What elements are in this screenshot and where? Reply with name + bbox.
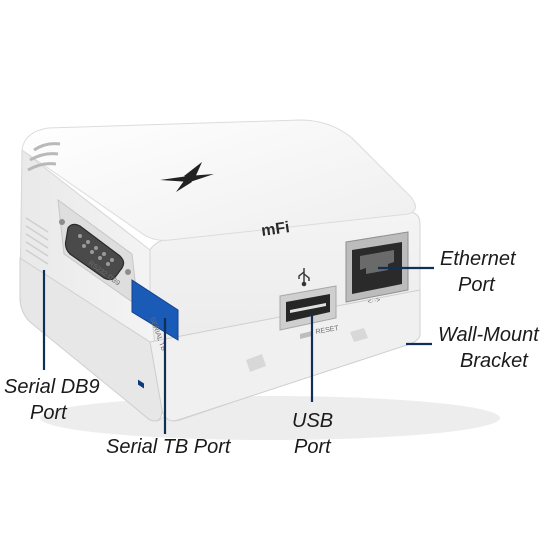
callout-serial-db9-port: Serial DB9 Port — [4, 374, 100, 426]
callout-ethernet-line1: Ethernet — [440, 248, 516, 270]
callout-usb-line2: Port — [294, 436, 331, 458]
callout-db9-line2: Port — [30, 402, 67, 424]
bracket-notch — [246, 354, 266, 372]
terminal-block-screws — [138, 379, 144, 389]
callout-serial-tb-port: Serial TB Port — [106, 434, 230, 460]
db9-screw — [125, 269, 131, 275]
ethernet-symbol: <··> — [367, 297, 381, 306]
callout-wall-mount-bracket: Wall-Mount Bracket — [438, 322, 539, 374]
callout-usb-port: USB Port — [292, 408, 333, 460]
callout-lines — [42, 266, 434, 434]
callout-tb-line1: Serial TB Port — [106, 436, 231, 458]
serial-terminal-block — [131, 279, 179, 341]
reset-button — [300, 331, 312, 339]
callout-wall-line2: Bracket — [460, 350, 528, 372]
usb-port-tongue — [290, 303, 326, 313]
db9-pins — [78, 234, 114, 266]
db9-screw — [59, 219, 65, 225]
led-indicator-slots — [27, 142, 61, 172]
ubiquiti-logo-icon — [160, 162, 214, 192]
brand-label: mFi — [260, 219, 291, 240]
serial-db9-port — [64, 223, 125, 281]
reset-label: RESET — [315, 325, 340, 336]
device-top-face — [21, 119, 416, 241]
callout-db9-line1: Serial DB9 — [4, 376, 100, 398]
callout-wall-line1: Wall-Mount — [438, 324, 539, 346]
callout-ethernet-port: Ethernet Port — [440, 246, 516, 298]
bracket-notch — [350, 328, 368, 342]
callout-ethernet-line2: Port — [458, 274, 495, 296]
usb-symbol-icon — [298, 268, 310, 287]
wall-mount-bracket-side — [19, 257, 163, 422]
side-vents — [25, 217, 49, 265]
mfi-logo: mFi — [260, 219, 291, 240]
callout-usb-line1: USB — [292, 410, 334, 432]
